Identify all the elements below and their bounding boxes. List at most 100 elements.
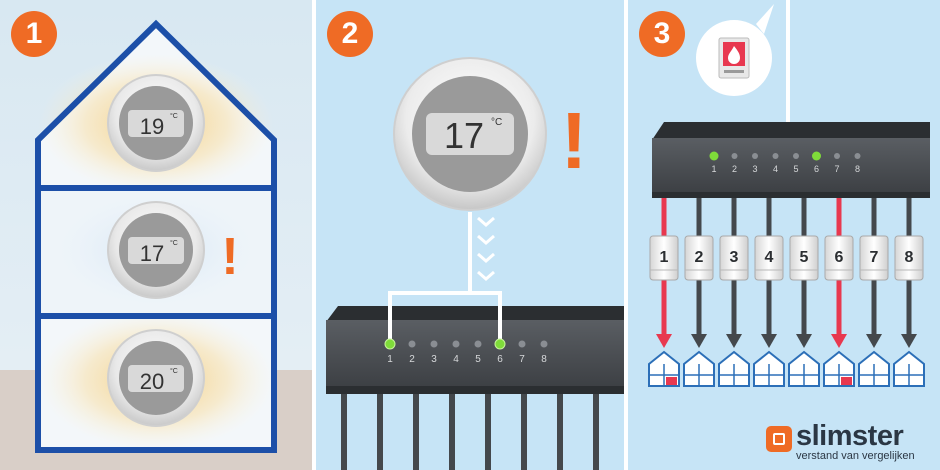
arrow-head-zone-6 <box>831 334 847 348</box>
arrow-head-zone-3 <box>726 334 742 348</box>
house-zone-2 <box>683 350 715 387</box>
arrow-head-zone-1 <box>656 334 672 348</box>
thermostat-top-value: 19 <box>140 114 164 139</box>
port-label-4: 4 <box>453 354 459 365</box>
valve-8: 8 <box>894 235 924 281</box>
thermostat-top-unit: °C <box>170 112 178 120</box>
house-zone-7 <box>858 350 890 387</box>
port-label-1: 1 <box>387 354 393 365</box>
arrow-head-zone-2 <box>691 334 707 348</box>
valve-label-3: 3 <box>730 249 739 266</box>
port-label-6: 6 <box>814 164 819 174</box>
panel-valves: 1 2 3 4 5 6 7 8 1 2 3 4 5 6 7 8 3 <box>628 0 940 470</box>
house-zone-4 <box>753 350 785 387</box>
thermostat-middle: 17 °C <box>107 201 205 299</box>
house-illustration: 19 °C 17 °C ! 20 °C <box>35 19 277 453</box>
valve-label-4: 4 <box>765 249 774 266</box>
led-port-7 <box>518 340 526 348</box>
port-label-2: 2 <box>732 164 737 174</box>
arrow-head-zone-5 <box>796 334 812 348</box>
led-port-5 <box>474 340 482 348</box>
controller-box <box>326 306 624 394</box>
radiator-valves: 1 2 3 4 5 6 7 8 <box>649 235 924 281</box>
logo-tagline: verstand van vergelijken <box>796 450 915 462</box>
panel-house-zones: 19 °C 17 °C ! 20 °C 1 <box>0 0 312 470</box>
led-port-4 <box>772 153 779 159</box>
port-label-6: 6 <box>497 354 503 365</box>
port-label-8: 8 <box>855 164 860 174</box>
led-port-2 <box>408 340 416 348</box>
boiler-flame-icon <box>696 4 774 96</box>
led-port-3 <box>752 153 758 159</box>
logo-name: slimster <box>796 420 904 452</box>
port-label-4: 4 <box>773 164 778 174</box>
led-port-8 <box>854 153 861 159</box>
controller-illustration: 17 °C ! 1 2 3 4 5 6 7 8 <box>326 57 624 470</box>
led-port-6 <box>812 151 821 161</box>
slimster-logo: slimster verstand van vergelijken <box>766 420 934 464</box>
step-badge-3: 3 <box>639 11 685 57</box>
valve-label-8: 8 <box>905 249 914 266</box>
valve-label-1: 1 <box>660 249 669 266</box>
port-leds: 1 2 3 4 5 6 7 8 <box>384 338 548 365</box>
thermostat-main: 17 °C <box>393 57 547 211</box>
thermostat-main-unit: °C <box>491 117 502 128</box>
thermostat-middle-value: 17 <box>140 241 164 266</box>
alert-icon: ! <box>561 96 588 185</box>
arrow-head-zone-4 <box>761 334 777 348</box>
valve-label-5: 5 <box>800 249 809 266</box>
house-zone-1 <box>648 350 680 387</box>
led-port-8 <box>540 340 548 348</box>
led-port-2 <box>731 153 738 159</box>
valve-6: 6 <box>824 235 854 281</box>
alert-icon: ! <box>221 228 238 286</box>
led-port-7 <box>834 153 840 159</box>
port-label-3: 3 <box>431 354 437 365</box>
logo-mark-icon <box>766 426 792 452</box>
thermostat-main-value: 17 <box>444 115 484 156</box>
valve-5: 5 <box>789 235 819 281</box>
arrow-head-zone-7 <box>866 334 882 348</box>
thermostat-middle-unit: °C <box>170 239 178 247</box>
wires <box>341 390 599 470</box>
port-label-7: 7 <box>834 164 839 174</box>
led-port-4 <box>452 340 460 348</box>
led-port-6 <box>494 338 506 350</box>
port-label-2: 2 <box>409 354 415 365</box>
valve-1: 1 <box>649 235 679 281</box>
valve-7: 7 <box>859 235 889 281</box>
valves-illustration: 1 2 3 4 5 6 7 8 1 2 3 4 5 6 7 8 <box>648 0 930 387</box>
step-badge-1: 1 <box>11 11 57 57</box>
house-zone-6 <box>823 350 855 387</box>
valve-4: 4 <box>754 235 784 281</box>
thermostat-bottom: 20 °C <box>107 329 205 427</box>
valve-3: 3 <box>719 235 749 281</box>
port-label-5: 5 <box>793 164 798 174</box>
signal-chevrons <box>477 216 495 281</box>
port-label-3: 3 <box>752 164 757 174</box>
led-port-1 <box>709 151 719 161</box>
house-zone-3 <box>718 350 750 387</box>
arrow-head-zone-8 <box>901 334 917 348</box>
port-label-1: 1 <box>711 164 716 174</box>
controller-box <box>652 122 930 198</box>
zone-houses <box>648 350 925 387</box>
valve-label-7: 7 <box>870 249 879 266</box>
thermostat-bottom-unit: °C <box>170 367 178 375</box>
house-zone-8 <box>893 350 925 387</box>
valve-2: 2 <box>684 235 714 281</box>
led-port-3 <box>430 340 438 348</box>
thermostat-bottom-value: 20 <box>140 369 164 394</box>
led-port-1 <box>384 338 396 350</box>
valve-label-6: 6 <box>835 249 844 266</box>
house-zone-5 <box>788 350 820 387</box>
step-badge-2: 2 <box>327 11 373 57</box>
port-label-8: 8 <box>541 354 547 365</box>
port-leds: 1 2 3 4 5 6 7 8 <box>709 151 861 174</box>
panel-controller: 17 °C ! 1 2 3 4 5 6 7 8 <box>316 0 624 470</box>
thermostat-top: 19 °C <box>107 74 205 172</box>
port-label-7: 7 <box>519 354 525 365</box>
led-port-5 <box>793 153 799 159</box>
valve-label-2: 2 <box>695 249 704 266</box>
port-label-5: 5 <box>475 354 481 365</box>
